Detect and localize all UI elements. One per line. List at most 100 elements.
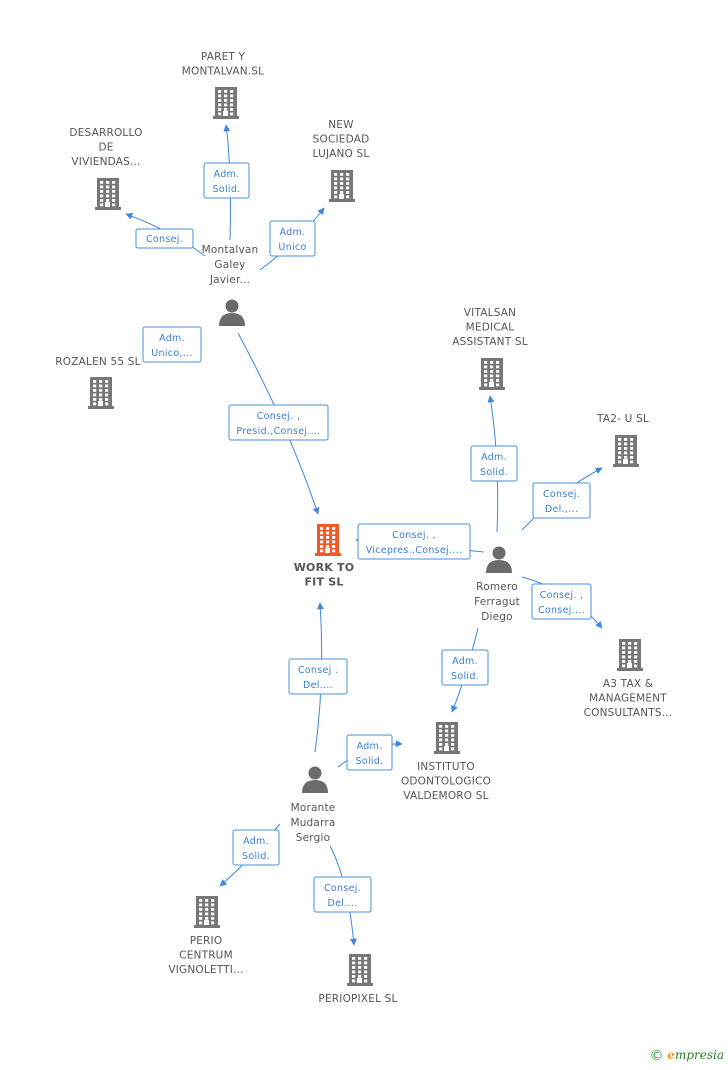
new-sociedad-label-line: SOCIEDAD: [313, 134, 370, 146]
relation-text-line: Consej.: [324, 883, 361, 894]
periopixel-label-line: PERIOPIXEL SL: [318, 993, 397, 1005]
vitalsan-label-line: VITALSAN: [464, 307, 516, 319]
relation-text-line: Consej....: [538, 605, 585, 616]
icons: [88, 87, 643, 986]
desarrollo-label-line: VIVIENDAS...: [71, 156, 140, 168]
relation-text-line: Del....: [328, 898, 358, 909]
relation-text: Adm.Solid.: [242, 836, 270, 862]
a3tax-label-line: CONSULTANTS...: [584, 707, 673, 719]
relation-text: Adm.Unico,...: [151, 333, 192, 359]
romero-person-icon[interactable]: [486, 546, 512, 574]
morante-person-icon[interactable]: [302, 766, 328, 794]
relation-text-line: Unico: [278, 242, 306, 253]
rozalen-company-icon[interactable]: [88, 377, 114, 409]
r-a3-relation-box[interactable]: Consej. , Consej....: [531, 583, 592, 620]
instituto-label-line: ODONTOLOGICO: [401, 776, 491, 788]
relation-text-line: Del....: [303, 680, 333, 691]
new-sociedad-company-icon[interactable]: [329, 170, 355, 202]
work-to-fit-label-line: FIT SL: [304, 576, 343, 589]
relation-text: Consej. Del....: [324, 883, 361, 909]
relation-text: Adm.Unico: [278, 227, 306, 253]
work-to-fit-company-icon[interactable]: [315, 524, 341, 556]
relation-text: Consej. ,Presid.,Consej....: [236, 411, 320, 437]
vitalsan-company-icon[interactable]: [479, 358, 505, 390]
r-morante-wtf-relation-box[interactable]: Consej . Del....: [288, 658, 348, 695]
relation-text-line: Adm.: [452, 656, 478, 667]
paret-label-line: PARET Y: [201, 51, 246, 63]
r-desarrollo-relation-box[interactable]: Consej.: [135, 228, 194, 249]
work-to-fit-label: WORK TO FIT SL: [294, 561, 355, 589]
r-paret-relation-box[interactable]: Adm. Solid.: [203, 162, 250, 199]
r-instituto-morante-relation-box[interactable]: Adm. Solid.: [346, 734, 393, 771]
ta2-company-icon[interactable]: [613, 435, 639, 467]
relation-text: Consej. , Consej....: [538, 590, 585, 616]
perio-centrum-label-line: PERIO: [190, 935, 223, 947]
r-vitalsan-relation-box[interactable]: Adm.Solid.: [470, 445, 518, 482]
ta2-label-line: TA2- U SL: [596, 413, 649, 425]
desarrollo-label-line: DE: [98, 142, 113, 154]
relation-text-line: Solid.: [451, 671, 479, 682]
instituto-label-line: INSTITUTO: [417, 761, 475, 773]
relation-text: Adm.Solid.: [480, 452, 508, 478]
new-sociedad-label-line: NEW: [328, 119, 354, 131]
brand-name: mpresia: [674, 1048, 724, 1062]
r-montalvan-wtf-relation-box[interactable]: Consej. ,Presid.,Consej....: [228, 404, 329, 441]
relation-text: Adm. Solid.: [356, 741, 384, 767]
desarrollo-company-icon[interactable]: [95, 178, 121, 210]
morante-label-line: Mudarra: [290, 817, 335, 829]
brand-initial: e: [667, 1048, 675, 1062]
work-to-fit-label-line: WORK TO: [294, 561, 355, 574]
instituto-company-icon[interactable]: [434, 722, 460, 754]
relation-text: Consej.Del.,...: [543, 489, 580, 515]
paret-company-icon[interactable]: [213, 87, 239, 119]
relation-text-line: Solid.: [242, 851, 270, 862]
relation-text-line: Consej .: [298, 665, 338, 676]
relation-text-line: Adm.: [481, 452, 507, 463]
relation-text-line: Presid.,Consej....: [236, 426, 320, 437]
montalvan-label-line: Javier...: [209, 274, 250, 286]
periopixel-company-icon[interactable]: [347, 954, 373, 986]
relation-text: Adm. Solid.: [213, 169, 241, 195]
r-instituto-romero-relation-box[interactable]: Adm. Solid.: [441, 649, 489, 686]
morante-label-line: Sergio: [296, 832, 330, 844]
relation-boxes: Adm.Solid.Consej.Adm.UnicoAdm.Unico,...C…: [135, 162, 592, 913]
relation-text-line: Consej.: [543, 489, 580, 500]
relation-text-line: Adm.: [357, 741, 383, 752]
relation-text: Adm. Solid.: [451, 656, 479, 682]
montalvan-person-icon[interactable]: [219, 299, 245, 327]
ta2-label: TA2- U SL: [596, 413, 649, 425]
r-romero-wtf-relation-box[interactable]: Consej. ,Vicepres.,Consej....: [357, 523, 471, 560]
montalvan-label-line: Galey: [214, 259, 245, 271]
instituto-label: INSTITUTO ODONTOLOGICO VALDEMORO SL: [401, 761, 491, 802]
perio-centrum-label-line: VIGNOLETTI...: [168, 964, 243, 976]
relation-text-line: Unico,...: [151, 348, 192, 359]
perio-centrum-company-icon[interactable]: [194, 896, 220, 928]
relation-text-line: Consej. ,: [540, 590, 584, 601]
r-periopixel-relation-box[interactable]: Consej. Del....: [313, 876, 372, 913]
relation-text: Consej. ,Vicepres.,Consej....: [366, 530, 463, 556]
r-new-relation-box[interactable]: Adm.Unico: [269, 220, 316, 257]
romero-label-line: Romero: [476, 581, 518, 593]
r-rozalen-relation-box[interactable]: Adm.Unico,...: [142, 326, 202, 363]
a3tax-label-line: MANAGEMENT: [589, 693, 667, 705]
relation-text-line: Adm.: [214, 169, 240, 180]
relation-text-line: Solid.: [213, 184, 241, 195]
desarrollo-label-line: DESARROLLO: [69, 127, 142, 139]
relation-text-line: Solid.: [356, 756, 384, 767]
r-ta2-relation-box[interactable]: Consej.Del.,...: [532, 482, 591, 519]
a3tax-company-icon[interactable]: [617, 639, 643, 671]
instituto-label-line: VALDEMORO SL: [403, 790, 488, 802]
rozalen-label-line: ROZALEN 55 SL: [55, 356, 140, 368]
footer-brand: © empresia: [649, 1048, 724, 1064]
relation-text-line: Consej.: [146, 234, 183, 245]
r-perio-relation-box[interactable]: Adm.Solid.: [232, 829, 280, 866]
periopixel-label: PERIOPIXEL SL: [318, 993, 397, 1005]
